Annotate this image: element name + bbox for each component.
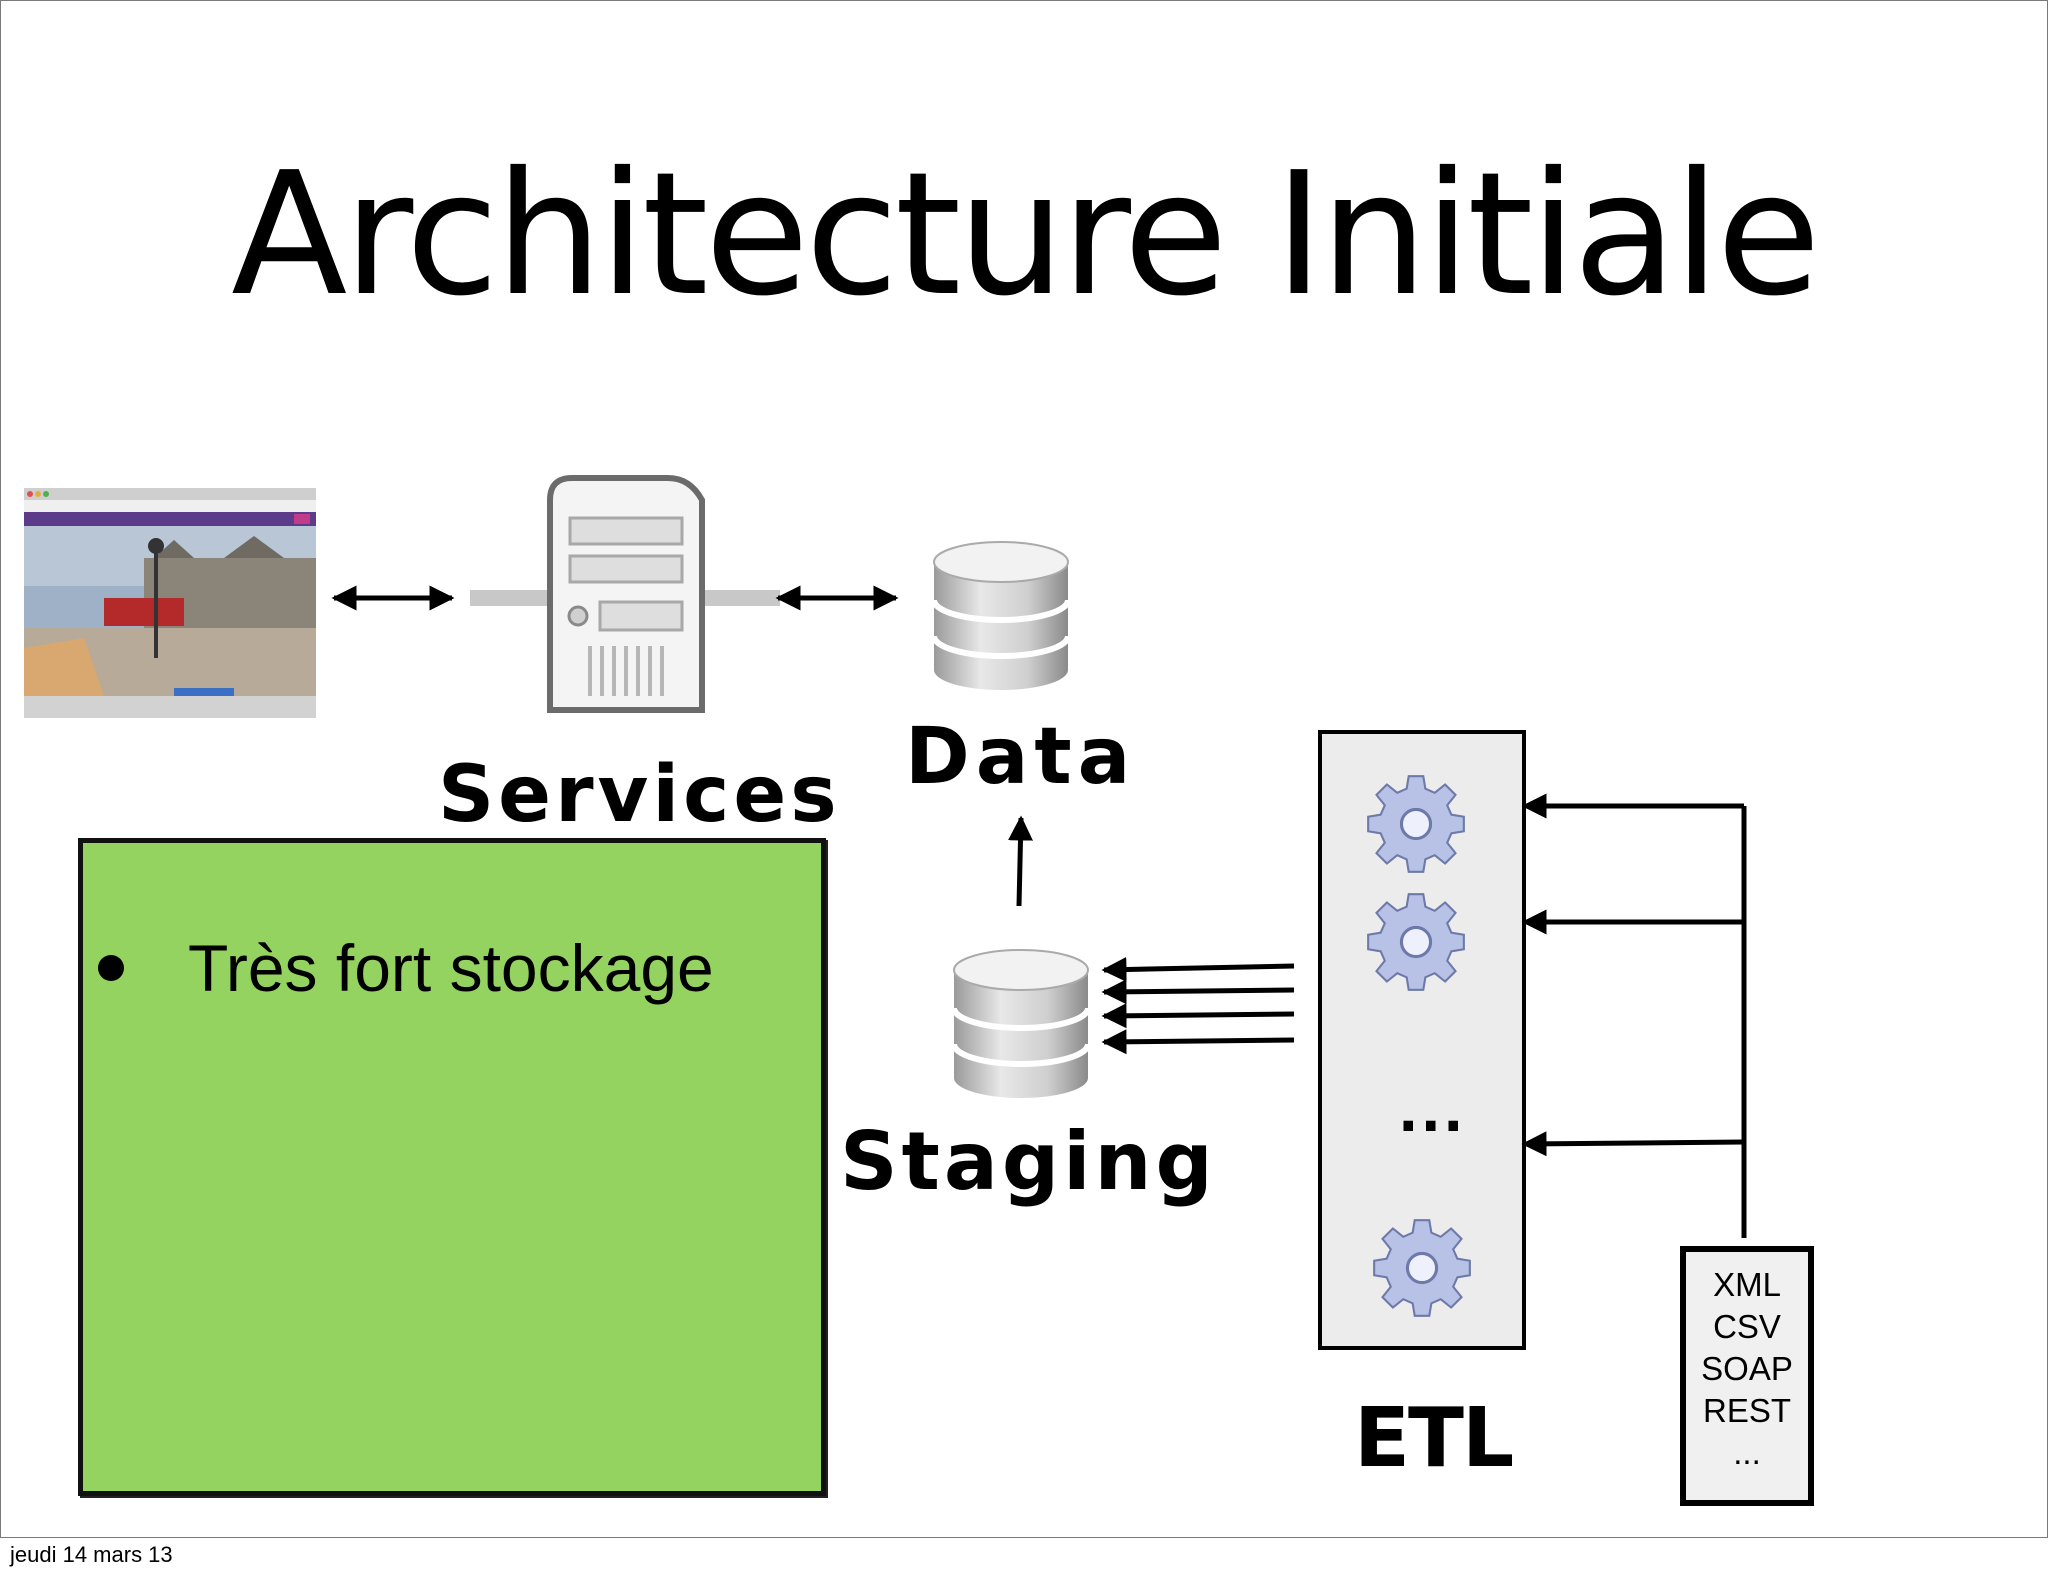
format-item: XML [1713, 1266, 1781, 1303]
gear-icon [1373, 1219, 1471, 1317]
bullet-dot [98, 954, 124, 981]
content-box [78, 838, 826, 1496]
label-services: Services [438, 750, 841, 840]
server-icon [470, 475, 780, 713]
database-icon [931, 541, 1071, 690]
slide-title: Architecture Initiale [231, 136, 1821, 334]
formats-box: XML CSV SOAP REST ... [1680, 1246, 1814, 1506]
label-data: Data [905, 712, 1137, 802]
browser-screenshot-icon [24, 488, 316, 718]
label-staging: Staging [840, 1115, 1217, 1208]
database-icon [951, 949, 1091, 1098]
etl-ellipsis: ... [1398, 1081, 1466, 1144]
bullet-text: Très fort stockage [188, 931, 714, 1005]
format-item: SOAP [1701, 1350, 1793, 1387]
format-item: CSV [1713, 1308, 1781, 1345]
footer-date: jeudi 14 mars 13 [10, 1542, 173, 1567]
gear-icon [1367, 893, 1465, 991]
gear-icon [1367, 775, 1465, 873]
format-item: ... [1733, 1434, 1761, 1471]
label-etl: ETL [1354, 1391, 1514, 1486]
format-item: REST [1702, 1392, 1791, 1429]
bullet-item: Très fort stockage [98, 930, 714, 1006]
